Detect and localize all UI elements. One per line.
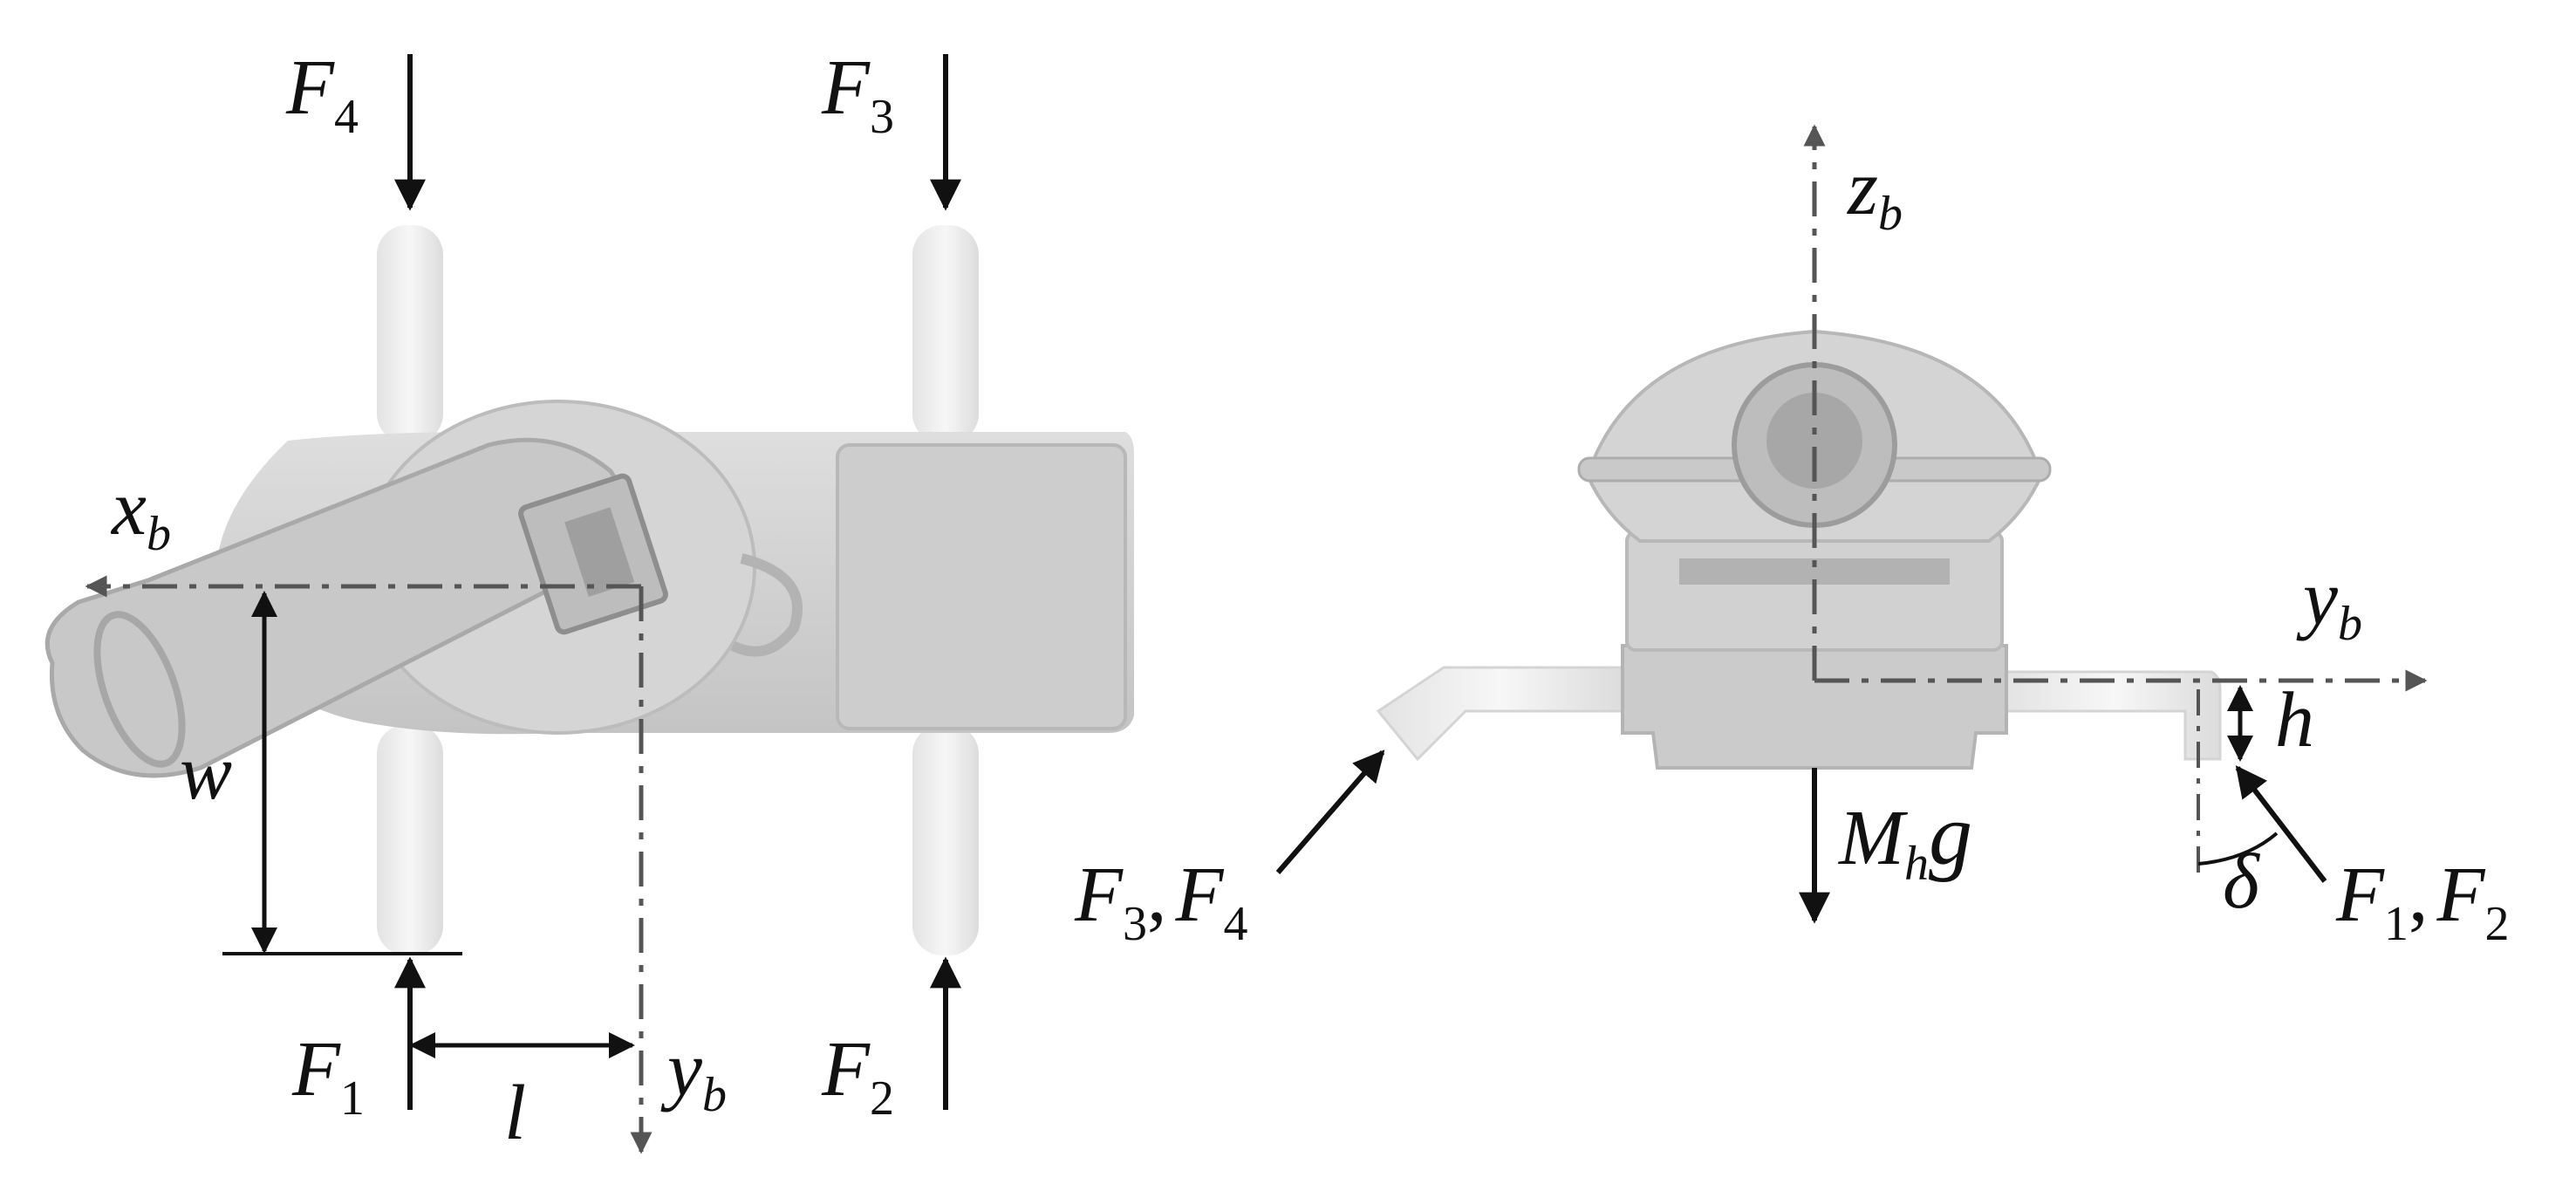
leg-f4-upper	[377, 225, 443, 443]
label-weight: Mhg	[1837, 786, 1972, 891]
top-view-axes	[85, 575, 653, 1154]
clip-inner	[564, 507, 635, 597]
leg-f3-upper	[912, 225, 979, 443]
label-f3-f4: F3,F4	[1074, 852, 1247, 951]
label-f2: F2	[821, 1026, 894, 1126]
label-x-axis: xb	[110, 465, 171, 561]
label-delta: δ	[2223, 839, 2261, 925]
force-f34-arrow	[1275, 750, 1385, 874]
side-view-axes	[1803, 124, 2428, 873]
label-width: w	[180, 729, 232, 816]
rear-block	[836, 443, 1127, 730]
label-z-axis: zb	[1846, 145, 1903, 241]
nose-ring	[93, 611, 186, 768]
force-f12-arrow	[2235, 765, 2327, 883]
top-view	[44, 225, 1135, 955]
delta-arc	[2197, 832, 2279, 866]
label-f4: F4	[285, 44, 359, 144]
lower-body	[1621, 644, 2008, 770]
label-y-axis-top: yb	[660, 1026, 727, 1122]
side-view	[1376, 329, 2222, 770]
label-f1-f2: F1,F2	[2335, 852, 2509, 951]
label-y-axis-side: yb	[2296, 555, 2362, 651]
leg-f2-lower	[912, 724, 979, 955]
leg-f1-lower	[377, 724, 443, 955]
label-length: l	[504, 1070, 526, 1156]
cable	[730, 553, 803, 657]
width-dimension	[222, 591, 462, 955]
label-f3: F3	[821, 44, 894, 144]
label-height: h	[2275, 677, 2314, 763]
label-f1: F1	[291, 1026, 365, 1126]
right-leg	[2005, 670, 2222, 761]
left-leg	[1376, 666, 1624, 762]
lens-inner	[1766, 393, 1862, 489]
